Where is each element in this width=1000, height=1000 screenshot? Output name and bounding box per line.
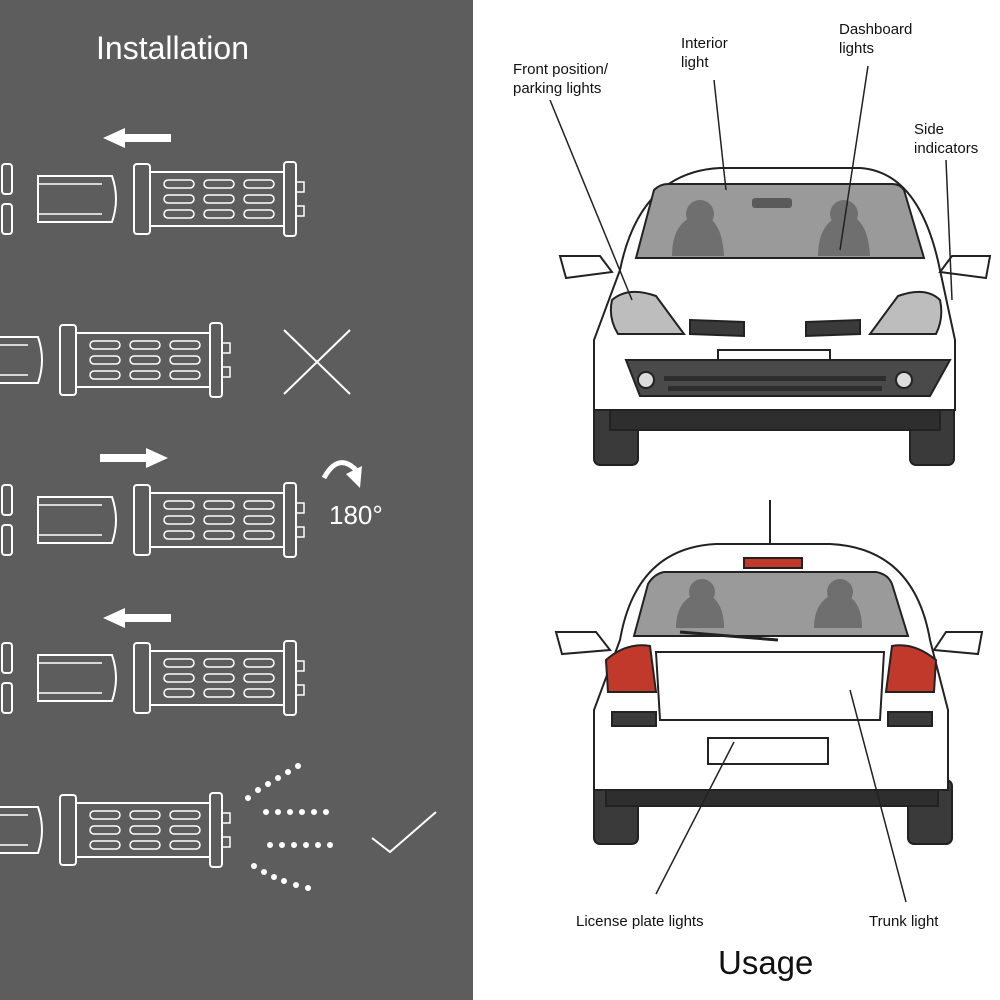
- label-license-plate-lights: License plate lights: [576, 913, 704, 930]
- car-front-view: [549, 65, 992, 466]
- installation-title: Installation: [96, 30, 249, 66]
- installation-panel: Installation: [0, 0, 473, 1000]
- label-side-indicators: Side indicators: [914, 121, 979, 157]
- step-5: [0, 763, 437, 891]
- label-interior-light: Interior light: [681, 35, 728, 71]
- light-rays-icon: [245, 763, 333, 891]
- step-2: [0, 322, 351, 398]
- cross-icon: [283, 329, 351, 395]
- label-trunk-light: Trunk light: [869, 913, 939, 930]
- rotate-arrow-icon: [321, 460, 362, 488]
- label-dashboard-lights: Dashboard lights: [839, 21, 913, 57]
- car-rear-view: [554, 500, 984, 903]
- usage-title: Usage: [718, 944, 814, 981]
- step-3: [1, 448, 362, 558]
- label-front-position: Front position/ parking lights: [513, 61, 609, 97]
- installation-steps: [0, 128, 437, 891]
- checkmark-icon: [371, 811, 437, 854]
- rotation-label: 180°: [329, 500, 383, 530]
